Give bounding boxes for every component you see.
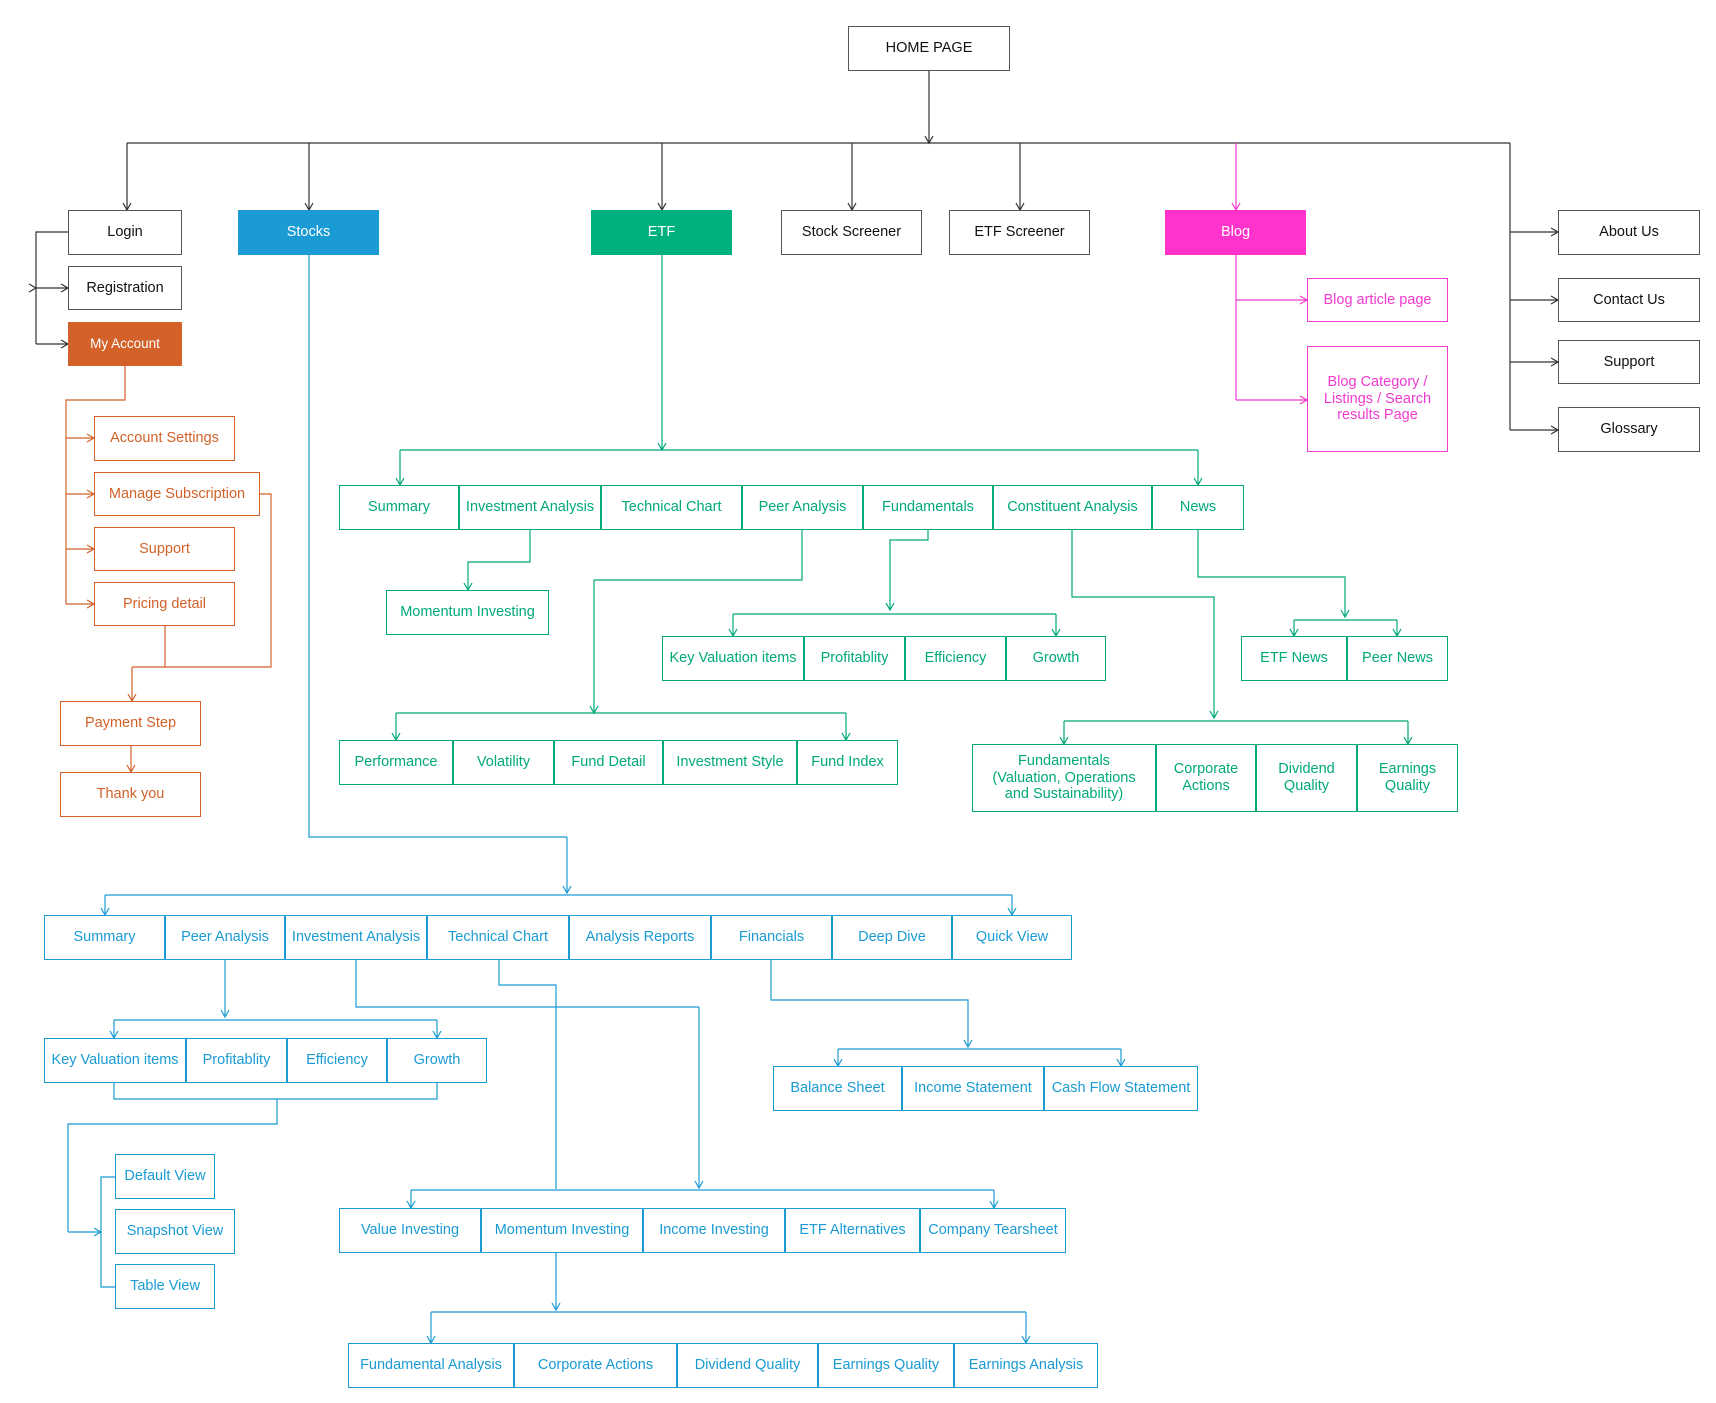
stocks-tab-summary[interactable]: Summary	[44, 915, 165, 960]
income-investing-node[interactable]: Income Investing	[643, 1208, 785, 1253]
earnings-quality-node[interactable]: Earnings Quality	[818, 1343, 954, 1388]
etf-tab-summary[interactable]: Summary	[339, 485, 459, 530]
etf-fund-detail-node[interactable]: Fund Detail	[554, 740, 663, 785]
pricing-detail-node[interactable]: Pricing detail	[94, 582, 235, 626]
stocks-key-valuation-node[interactable]: Key Valuation items	[44, 1038, 186, 1083]
stocks-tab-peer-analysis[interactable]: Peer Analysis	[165, 915, 285, 960]
etf-corporate-actions-node[interactable]: Corporate Actions	[1156, 744, 1256, 812]
etf-investment-style-node[interactable]: Investment Style	[663, 740, 797, 785]
value-investing-node[interactable]: Value Investing	[339, 1208, 481, 1253]
connector-teal	[1197, 530, 1350, 619]
blog-node[interactable]: Blog	[1165, 210, 1306, 255]
manage-subscription-node[interactable]: Manage Subscription	[94, 472, 260, 516]
support-account-node[interactable]: Support	[94, 527, 235, 571]
etf-fund-growth-node[interactable]: Growth	[1006, 636, 1106, 681]
thank-you-node[interactable]: Thank you	[60, 772, 201, 817]
stocks-tab-financials[interactable]: Financials	[711, 915, 832, 960]
etf-tab-peer-analysis[interactable]: Peer Analysis	[742, 485, 863, 530]
connector-blue	[100, 1176, 115, 1288]
stocks-tab-quick-view[interactable]: Quick View	[952, 915, 1072, 960]
connector-blue	[770, 960, 973, 1049]
etf-tab-fundamentals[interactable]: Fundamentals	[863, 485, 993, 530]
snapshot-view-node[interactable]: Snapshot View	[115, 1209, 235, 1254]
etf-alternatives-node[interactable]: ETF Alternatives	[785, 1208, 920, 1253]
etf-earnings-quality-node[interactable]: Earnings Quality	[1357, 744, 1458, 812]
connector-blue	[308, 255, 567, 838]
connector-blue	[355, 960, 699, 1008]
etf-screener-node[interactable]: ETF Screener	[949, 210, 1090, 255]
etf-constituent-fundamentals-node[interactable]: Fundamentals (Valuation, Operations and …	[972, 744, 1156, 812]
connector-orange	[65, 366, 126, 604]
etf-fund-efficiency-node[interactable]: Efficiency	[905, 636, 1006, 681]
etf-fund-index-node[interactable]: Fund Index	[797, 740, 898, 785]
etf-tab-news[interactable]: News	[1152, 485, 1244, 530]
stocks-profitability-node[interactable]: Profitablity	[186, 1038, 287, 1083]
stocks-tab-deep-dive[interactable]: Deep Dive	[832, 915, 952, 960]
connector-blue	[113, 1083, 438, 1100]
balance-sheet-node[interactable]: Balance Sheet	[773, 1066, 902, 1111]
login-node[interactable]: Login	[68, 210, 182, 255]
connector-teal	[594, 530, 803, 581]
my-account-node[interactable]: My Account	[68, 322, 182, 366]
etf-node[interactable]: ETF	[591, 210, 732, 255]
etf-momentum-investing-node[interactable]: Momentum Investing	[386, 590, 549, 635]
connector-orange	[132, 493, 272, 668]
about-us-node[interactable]: About Us	[1558, 210, 1700, 255]
default-view-node[interactable]: Default View	[115, 1154, 215, 1199]
dividend-quality-node[interactable]: Dividend Quality	[677, 1343, 818, 1388]
stocks-tab-technical-chart[interactable]: Technical Chart	[427, 915, 569, 960]
etf-tab-technical-chart[interactable]: Technical Chart	[601, 485, 742, 530]
stocks-node[interactable]: Stocks	[238, 210, 379, 255]
corporate-actions-node[interactable]: Corporate Actions	[514, 1343, 677, 1388]
connector-blue	[67, 1099, 278, 1232]
connector-black	[35, 231, 68, 344]
blog-category-node[interactable]: Blog Category / Listings / Search result…	[1307, 346, 1448, 452]
stocks-growth-node[interactable]: Growth	[387, 1038, 487, 1083]
etf-fund-key-valuation-node[interactable]: Key Valuation items	[662, 636, 804, 681]
etf-volatility-node[interactable]: Volatility	[453, 740, 554, 785]
connector-blue	[498, 960, 557, 1189]
etf-peer-news-node[interactable]: Peer News	[1347, 636, 1448, 681]
cash-flow-statement-node[interactable]: Cash Flow Statement	[1044, 1066, 1198, 1111]
etf-dividend-quality-node[interactable]: Dividend Quality	[1256, 744, 1357, 812]
income-statement-node[interactable]: Income Statement	[902, 1066, 1044, 1111]
earnings-analysis-node[interactable]: Earnings Analysis	[954, 1343, 1098, 1388]
stocks-efficiency-node[interactable]: Efficiency	[287, 1038, 387, 1083]
fundamental-analysis-node[interactable]: Fundamental Analysis	[348, 1343, 514, 1388]
etf-tab-investment-analysis[interactable]: Investment Analysis	[459, 485, 601, 530]
contact-us-node[interactable]: Contact Us	[1558, 278, 1700, 322]
connector-teal	[463, 530, 531, 592]
connector-teal	[885, 530, 929, 612]
account-settings-node[interactable]: Account Settings	[94, 416, 235, 461]
support-node[interactable]: Support	[1558, 340, 1700, 384]
blog-article-page-node[interactable]: Blog article page	[1307, 278, 1448, 322]
etf-performance-node[interactable]: Performance	[339, 740, 453, 785]
momentum-investing-node[interactable]: Momentum Investing	[481, 1208, 643, 1253]
payment-step-node[interactable]: Payment Step	[60, 701, 201, 746]
connector-teal	[1071, 530, 1219, 720]
stocks-tab-analysis-reports[interactable]: Analysis Reports	[569, 915, 711, 960]
table-view-node[interactable]: Table View	[115, 1264, 215, 1309]
registration-node[interactable]: Registration	[68, 266, 182, 310]
glossary-node[interactable]: Glossary	[1558, 407, 1700, 452]
stocks-tab-investment-analysis[interactable]: Investment Analysis	[285, 915, 427, 960]
company-tearsheet-node[interactable]: Company Tearsheet	[920, 1208, 1066, 1253]
etf-fund-profitability-node[interactable]: Profitablity	[804, 636, 905, 681]
etf-news-node[interactable]: ETF News	[1241, 636, 1347, 681]
etf-tab-constituent-analysis[interactable]: Constituent Analysis	[993, 485, 1152, 530]
stock-screener-node[interactable]: Stock Screener	[781, 210, 922, 255]
home-page-node[interactable]: HOME PAGE	[848, 26, 1010, 71]
